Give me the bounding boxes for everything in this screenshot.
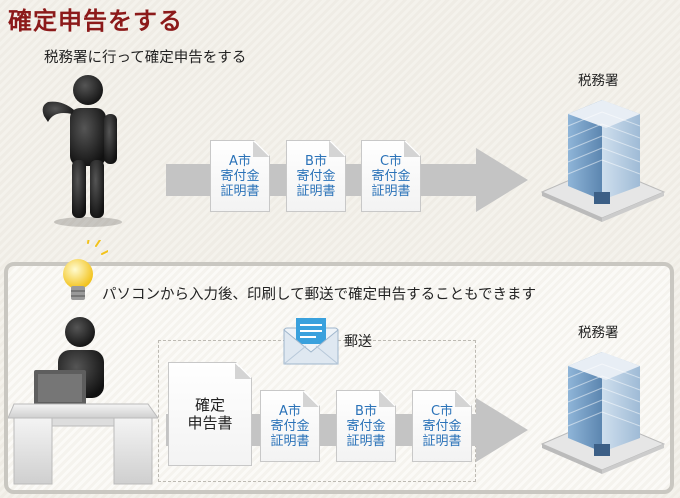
envelope-icon <box>283 318 339 365</box>
doc-line: 証明書 <box>371 183 411 199</box>
upper-office-label: 税務署 <box>578 73 619 89</box>
donation-certificate-b: B市 寄付金 証明書 <box>286 140 346 212</box>
doc-line: 寄付金 <box>220 168 260 184</box>
donation-certificate-b: B市 寄付金 証明書 <box>336 390 396 462</box>
donation-certificate-a: A市 寄付金 証明書 <box>260 390 320 462</box>
doc-line: 申告書 <box>187 414 233 432</box>
upper-caption: 税務署に行って確定申告をする <box>44 50 247 66</box>
mail-label: 郵送 <box>344 334 372 350</box>
tax-return-document: 確定 申告書 <box>168 362 252 466</box>
donation-certificate-a: A市 寄付金 証明書 <box>210 140 270 212</box>
doc-line: A市 <box>229 153 251 169</box>
doc-line: B市 <box>305 153 327 169</box>
doc-line: 証明書 <box>296 183 336 199</box>
lightbulb-icon <box>63 240 108 300</box>
doc-line: B市 <box>355 403 377 419</box>
doc-line: 寄付金 <box>346 418 386 434</box>
doc-line: 証明書 <box>220 183 260 199</box>
doc-line: 確定 <box>194 396 225 414</box>
doc-line: 寄付金 <box>371 168 411 184</box>
tax-office-building-icon <box>540 100 666 222</box>
doc-line: 証明書 <box>270 433 310 449</box>
doc-line: 寄付金 <box>422 418 462 434</box>
doc-line: 証明書 <box>346 433 386 449</box>
doc-line: A市 <box>279 403 301 419</box>
doc-line: 寄付金 <box>270 418 310 434</box>
lower-caption: パソコンから入力後、印刷して郵送で確定申告することもできます <box>102 287 536 303</box>
doc-line: 証明書 <box>422 433 462 449</box>
doc-line: C市 <box>430 403 454 419</box>
doc-line: 寄付金 <box>296 168 336 184</box>
person-icon <box>42 75 122 227</box>
donation-certificate-c: C市 寄付金 証明書 <box>412 390 472 462</box>
desk-computer-icon <box>8 317 158 485</box>
doc-line: C市 <box>379 153 403 169</box>
tax-office-building-icon <box>540 352 666 474</box>
donation-certificate-c: C市 寄付金 証明書 <box>361 140 421 212</box>
page-title: 確定申告をする <box>8 7 183 35</box>
lower-office-label: 税務署 <box>578 325 619 341</box>
